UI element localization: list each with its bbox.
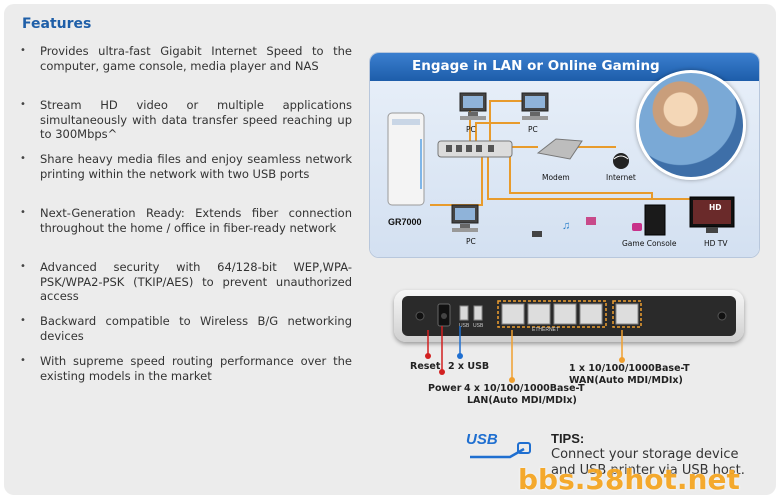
watermark: bbs.38hot.net — [518, 463, 740, 496]
panel-usb-label: USB — [459, 323, 470, 329]
svg-text:♫: ♫ — [562, 220, 570, 232]
features-title: Features — [22, 16, 92, 32]
hd-tv-badge: HD — [709, 203, 722, 212]
hd-tv-icon — [689, 196, 735, 233]
port-panel — [415, 300, 727, 328]
usb-logo-text: USB — [466, 431, 498, 448]
power-label: Power — [428, 383, 462, 394]
pc-icon — [451, 204, 479, 232]
router-name: GR7000 — [388, 217, 422, 227]
pc-label: PC — [528, 125, 538, 134]
tips-body: Connect your storage device and USB prin… — [551, 447, 761, 478]
feature-item: •Advanced security with 64/128-bit WEP,W… — [20, 260, 352, 303]
tips-line: Connect your storage device — [551, 447, 739, 462]
reset-label: Reset — [410, 361, 441, 372]
gaming-photo — [636, 70, 746, 180]
diagram-title: Engage in LAN or Online Gaming — [412, 58, 660, 74]
router-back-panel: USB USB ETHERNET — [394, 290, 744, 342]
pc-icon — [521, 92, 549, 120]
modem-icon — [536, 138, 583, 160]
game-console-label: Game Console — [622, 239, 677, 248]
wan-label-line2: WAN(Auto MDI/MDIx) — [569, 375, 683, 386]
feature-item: •Backward compatible to Wireless B/G net… — [20, 314, 352, 343]
hd-tv-label: HD TV — [704, 239, 728, 248]
wan-label-line1: 1 x 10/100/1000Base-T — [569, 363, 690, 374]
photo-icon — [586, 217, 596, 225]
feature-list: •Provides ultra-fast Gigabit Internet Sp… — [20, 44, 352, 388]
feature-item: •With supreme speed routing performance … — [20, 354, 352, 383]
music-note-icon: ♫ — [562, 220, 570, 232]
feature-item: •Share heavy media files and enjoy seaml… — [20, 152, 352, 181]
router-port-face: USB USB ETHERNET — [402, 296, 736, 336]
panel-ethernet-label: ETHERNET — [532, 327, 559, 333]
feature-item: •Stream HD video or multiple application… — [20, 98, 352, 141]
pc-icon — [459, 92, 487, 120]
pc-label: PC — [466, 125, 476, 134]
gr7000-router-icon — [387, 112, 425, 206]
internet-label: Internet — [606, 173, 636, 182]
switch-icon — [437, 140, 513, 158]
lan-label-line1: 4 x 10/100/1000Base-T — [464, 383, 585, 394]
feature-item: •Provides ultra-fast Gigabit Internet Sp… — [20, 44, 352, 73]
panel-usb-label: USB — [473, 323, 484, 329]
pc-label: PC — [466, 237, 476, 246]
lan-label-line2: LAN(Auto MDI/MDIx) — [467, 395, 577, 406]
modem-label: Modem — [542, 173, 570, 182]
usb-label: 2 x USB — [448, 361, 490, 372]
tips-title: TIPS: — [551, 431, 585, 446]
tips-line: and USB printer via USB host. — [551, 462, 745, 478]
usb-logo-icon: USB — [466, 431, 534, 466]
video-icon — [532, 231, 542, 237]
network-connections: ♫ — [387, 92, 735, 237]
feature-item: •Next-Generation Ready: Extends fiber co… — [20, 206, 352, 235]
game-console-icon — [632, 204, 666, 236]
internet-globe-icon — [613, 153, 629, 169]
